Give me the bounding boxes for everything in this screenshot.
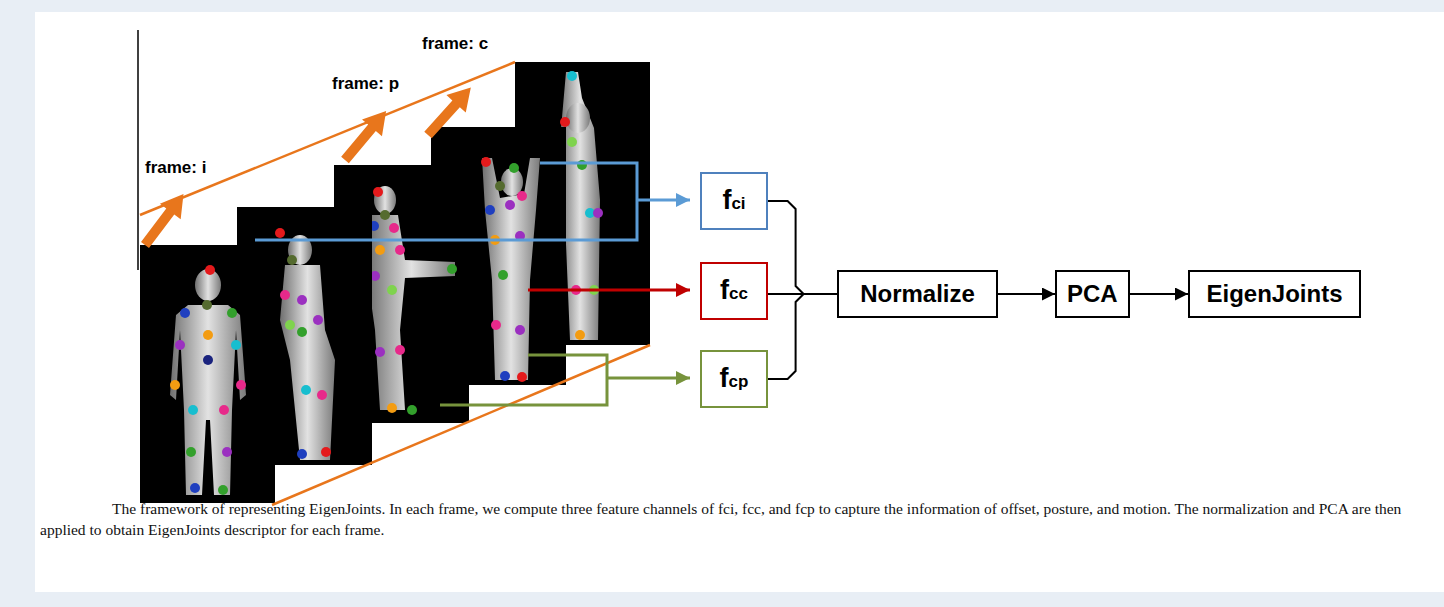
joint-dot: [373, 187, 383, 197]
body-silhouette: [368, 215, 455, 410]
joint-dot: [321, 447, 331, 457]
joint-dot: [222, 447, 232, 457]
joint-dot: [560, 117, 570, 127]
node-label: fcp: [720, 363, 749, 394]
axis-line: [137, 30, 139, 270]
joint-dot: [203, 355, 213, 365]
offset-bracket: [255, 163, 637, 240]
joint-dot: [297, 295, 307, 305]
joint-dot: [218, 485, 228, 495]
joint-dot: [380, 210, 390, 220]
joint-dot: [205, 265, 215, 275]
joint-dot: [297, 449, 307, 459]
motion-bracket: [440, 355, 607, 405]
joint-dot: [375, 347, 385, 357]
joint-dot: [389, 223, 399, 233]
node-label: Normalize: [860, 280, 975, 308]
node-label: fci: [722, 185, 745, 216]
joint-dot: [219, 405, 229, 415]
body-silhouette: [280, 265, 335, 460]
joint-dot: [515, 325, 525, 335]
flow-arrow: [998, 293, 1055, 295]
joint-dot: [313, 315, 323, 325]
process-box: Normalize: [837, 270, 998, 318]
joint-dot: [275, 228, 285, 238]
joint-dot: [203, 330, 213, 340]
process-box: PCA: [1055, 270, 1130, 318]
joint-dot: [236, 380, 246, 390]
sequence-line: [140, 62, 515, 215]
joint-dot: [505, 200, 515, 210]
joint-dot: [297, 327, 307, 337]
frame-label: frame: c: [420, 34, 490, 54]
joint-dot: [180, 308, 190, 318]
body-head: [566, 103, 590, 133]
joint-dot: [280, 290, 290, 300]
joint-dot: [517, 191, 527, 201]
joint-dot: [567, 137, 577, 147]
body-head: [374, 186, 396, 214]
node-label: EigenJoints: [1206, 280, 1342, 308]
process-box: EigenJoints: [1188, 270, 1361, 318]
frame-arrow: [418, 79, 480, 144]
joint-dot: [175, 340, 185, 350]
joint-dot: [567, 71, 577, 81]
joint-dot: [186, 447, 196, 457]
joint-dot: [481, 157, 491, 167]
joint-dot: [517, 372, 527, 382]
joint-dot: [170, 380, 180, 390]
joint-dot: [301, 385, 311, 395]
sequence-line: [272, 345, 650, 505]
joint-dot: [407, 405, 417, 415]
joint-dot: [509, 163, 519, 173]
joint-dot: [593, 208, 603, 218]
frame-label: frame: i: [143, 158, 208, 178]
joint-dot: [387, 403, 397, 413]
joint-dot: [498, 270, 508, 280]
joint-dot: [395, 345, 405, 355]
channel-arrow: [637, 199, 690, 202]
joint-dot: [317, 390, 327, 400]
frame-background: [140, 245, 275, 503]
joint-dot: [202, 300, 212, 310]
node-label: fcc: [720, 275, 748, 306]
depth-frame: [140, 245, 275, 503]
body-silhouette: [482, 158, 540, 380]
frame-arrow: [135, 186, 194, 253]
joint-dot: [285, 320, 295, 330]
figure-caption: The framework of representing EigenJoint…: [40, 498, 1436, 540]
node-label: PCA: [1067, 280, 1118, 308]
merge-bracket: [768, 201, 837, 294]
joint-dot: [500, 371, 510, 381]
joint-dot: [227, 308, 237, 318]
flow-arrow: [1130, 293, 1188, 295]
merge-bracket: [768, 294, 837, 379]
body-silhouette: [170, 305, 246, 495]
joint-dot: [287, 255, 297, 265]
joint-dot: [447, 264, 457, 274]
joint-dot: [375, 245, 385, 255]
frame-arrow: [335, 103, 396, 169]
joint-dot: [395, 245, 405, 255]
joint-dot: [231, 340, 241, 350]
channel-arrow: [528, 289, 690, 292]
joint-dot: [188, 405, 198, 415]
joint-dot: [491, 320, 501, 330]
joint-dot: [485, 205, 495, 215]
feature-channel-box: fci: [700, 172, 768, 230]
feature-channel-box: fcc: [700, 262, 768, 320]
frame-label: frame: p: [330, 74, 401, 94]
channel-arrow: [607, 377, 690, 380]
feature-channel-box: fcp: [700, 350, 768, 408]
joint-dot: [575, 330, 585, 340]
joint-dot: [190, 483, 200, 493]
joint-dot: [495, 181, 505, 191]
joint-dot: [387, 285, 397, 295]
